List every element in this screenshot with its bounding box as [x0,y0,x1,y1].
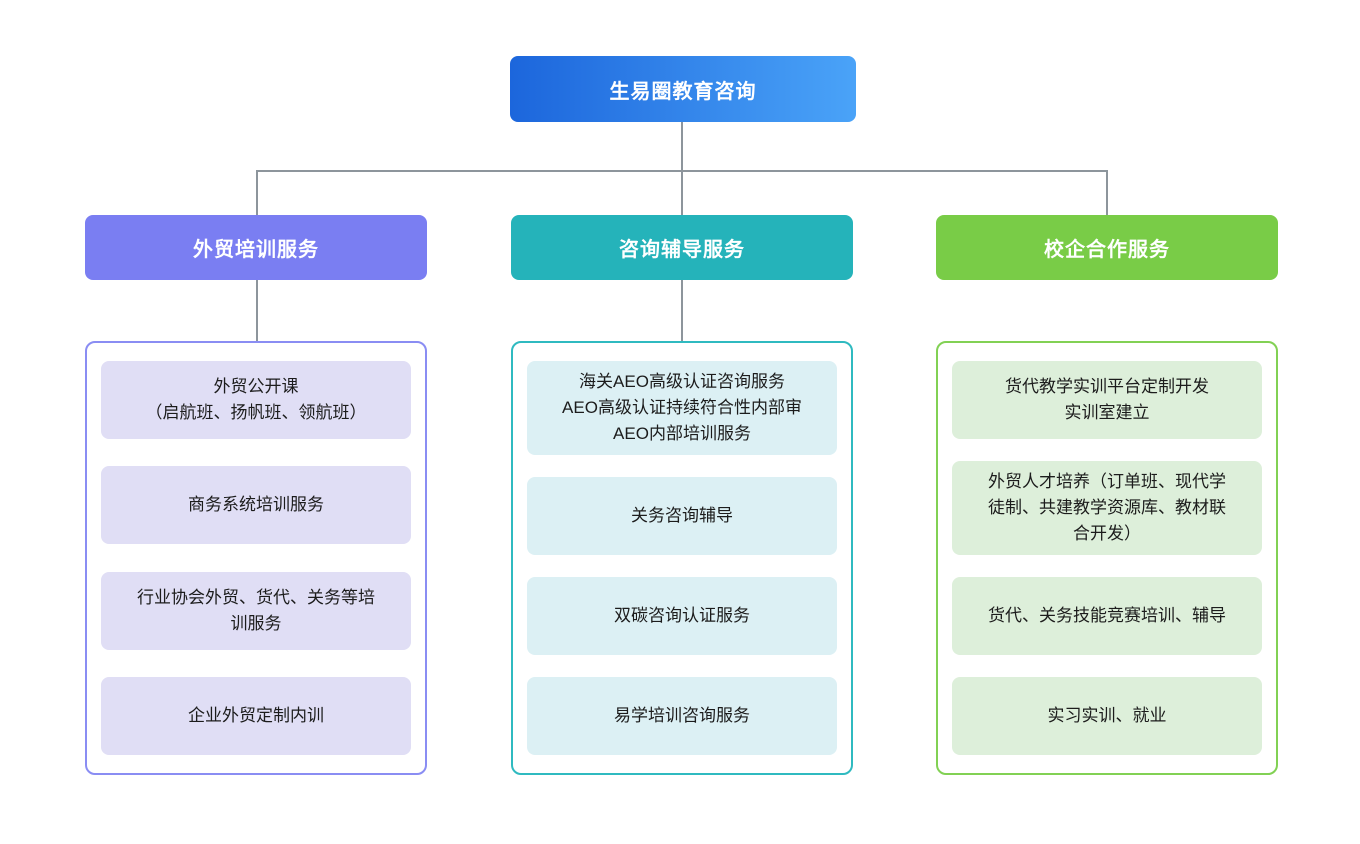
branch-1-item-3[interactable]: 行业协会外贸、货代、关务等培 训服务 [101,571,411,650]
branch-2-item-2[interactable]: 关务咨询辅导 [527,477,837,555]
branch-2-item-3[interactable]: 双碳咨询认证服务 [527,577,837,655]
root-node[interactable]: 生易圈教育咨询 [510,56,856,122]
branch-2-box: 海关AEO高级认证咨询服务 AEO高级认证持续符合性内部审 AEO内部培训服务 … [511,341,853,775]
branch-3-item-2[interactable]: 外贸人才培养（订单班、现代学 徒制、共建教学资源库、教材联 合开发） [952,461,1262,555]
branch-2-item-4[interactable]: 易学培训咨询服务 [527,677,837,755]
branch-3-item-1[interactable]: 货代教学实训平台定制开发 实训室建立 [952,361,1262,439]
branch-3-header[interactable]: 校企合作服务 [936,215,1278,280]
branch-3-item-3[interactable]: 货代、关务技能竞赛培训、辅导 [952,577,1262,655]
branch-2-header[interactable]: 咨询辅导服务 [511,215,853,280]
connector-drop-branch-3 [1106,170,1108,215]
connector-root-down [681,122,683,170]
branch-2-item-1[interactable]: 海关AEO高级认证咨询服务 AEO高级认证持续符合性内部审 AEO内部培训服务 [527,361,837,455]
connector-drop-branch-1 [256,170,258,215]
branch-3-box: 货代教学实训平台定制开发 实训室建立 外贸人才培养（订单班、现代学 徒制、共建教… [936,341,1278,775]
branch-3-item-4[interactable]: 实习实训、就业 [952,677,1262,755]
connector-branch-2-body [681,280,683,341]
branch-1-item-4[interactable]: 企业外贸定制内训 [101,676,411,755]
branch-1-box: 外贸公开课 （启航班、扬帆班、领航班） 商务系统培训服务 行业协会外贸、货代、关… [85,341,427,775]
branch-1-item-1[interactable]: 外贸公开课 （启航班、扬帆班、领航班） [101,361,411,439]
branch-1-item-2[interactable]: 商务系统培训服务 [101,466,411,545]
connector-drop-branch-2 [681,170,683,215]
branch-1-header[interactable]: 外贸培训服务 [85,215,427,280]
connector-branch-1-body [256,280,258,341]
